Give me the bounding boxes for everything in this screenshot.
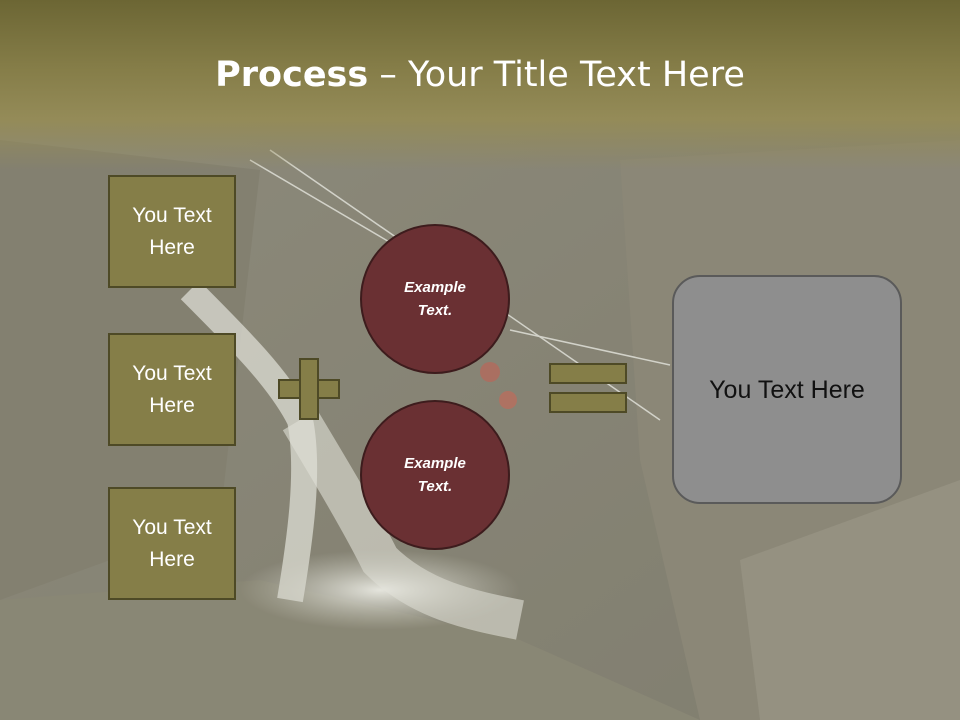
title-rest: – Your Title Text Here [368,55,745,95]
equals-icon-top-bar [549,363,627,384]
example-circle-1[interactable]: Example Text. [360,224,510,374]
example-circle-2[interactable]: Example Text. [360,400,510,550]
input-box-2-text: You Text Here [132,361,212,417]
result-box-text: You Text Here [709,375,865,404]
plus-icon [278,358,340,420]
input-box-1[interactable]: You Text Here [108,175,236,288]
slide-title[interactable]: Process – Your Title Text Here [0,52,960,98]
input-box-2[interactable]: You Text Here [108,333,236,446]
input-box-1-text: You Text Here [132,203,212,259]
title-bold: Process [215,55,369,95]
input-box-3[interactable]: You Text Here [108,487,236,600]
result-box[interactable]: You Text Here [672,275,902,504]
example-circle-2-text: Example Text. [404,455,466,495]
example-circle-1-text: Example Text. [404,279,466,319]
title-band [0,0,960,170]
plus-icon-center [301,381,317,397]
equals-icon-bottom-bar [549,392,627,413]
input-box-3-text: You Text Here [132,515,212,571]
